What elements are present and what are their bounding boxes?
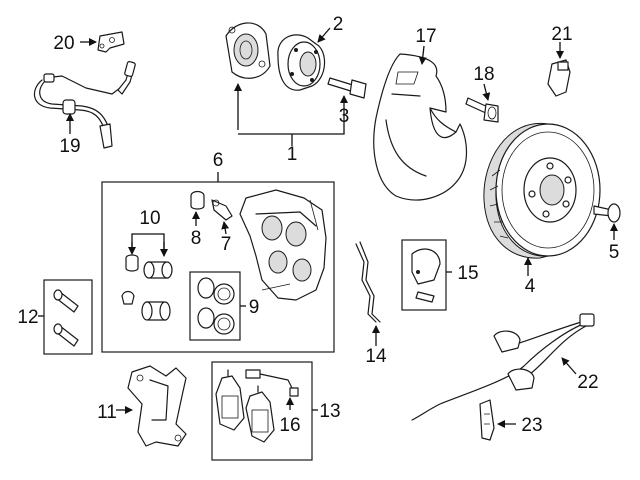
bleeder-screw-part-7: [211, 199, 233, 221]
callout-7: 7: [221, 234, 232, 255]
callout-labels: 1 2 3 4 5 6 7 8 9 10 11 12 13 14 15 16 1…: [17, 14, 619, 436]
leader-lines: [38, 27, 618, 428]
callout-19: 19: [59, 136, 80, 157]
brake-rotor-part-4: [483, 122, 601, 259]
bleeder-cap-part-8: [190, 190, 205, 210]
callout-8: 8: [191, 228, 202, 249]
callout-11: 11: [97, 402, 117, 423]
callout-16: 16: [279, 415, 300, 436]
callout-3: 3: [339, 106, 350, 127]
seal-kit-part-9: [197, 277, 235, 335]
callout-21: 21: [551, 24, 572, 45]
callout-23: 23: [521, 415, 542, 436]
callout-5: 5: [609, 242, 620, 263]
brake-pads-part-13: [215, 369, 275, 443]
callout-2: 2: [333, 14, 344, 35]
callout-10: 10: [139, 208, 160, 229]
caliper-bracket-part-11: [127, 365, 187, 447]
heat-shield-box: [401, 239, 447, 311]
bolt-part-18: [465, 97, 499, 123]
callout-18: 18: [473, 64, 494, 85]
callout-4: 4: [525, 276, 536, 297]
screw-part-5: [593, 203, 621, 223]
clip-part-21: [547, 59, 571, 97]
callout-22: 22: [577, 372, 598, 393]
callout-20: 20: [53, 33, 74, 54]
guide-pins-part-12: [53, 289, 79, 347]
brake-hose-part-19: [33, 61, 136, 149]
callout-9: 9: [249, 297, 260, 318]
wheel-hub-part-2: [277, 34, 326, 91]
callout-12: 12: [17, 307, 38, 328]
hub-bolt-part-3: [327, 77, 367, 99]
caliper-part-6: [239, 189, 327, 301]
splash-shield-part-17: [373, 53, 468, 201]
wear-sensor-part-16: [245, 369, 299, 397]
wheel-bearing-housing-part-1: [225, 22, 271, 79]
bracket-part-20: [97, 31, 125, 53]
callout-17: 17: [415, 26, 436, 47]
callout-1: 1: [287, 144, 298, 165]
brake-pad-box: [211, 361, 313, 461]
callout-15: 15: [457, 263, 478, 284]
heat-shield-part-15: [411, 248, 441, 303]
retaining-spring-part-14: [355, 241, 381, 323]
callout-14: 14: [365, 346, 387, 367]
guide-pin-kit-part-10: [121, 254, 173, 321]
clip-part-23: [479, 399, 495, 441]
callout-13: 13: [319, 401, 340, 422]
wiring-harness-part-22: [411, 313, 595, 421]
callout-6: 6: [213, 150, 224, 171]
guide-pin-box: [43, 279, 93, 355]
